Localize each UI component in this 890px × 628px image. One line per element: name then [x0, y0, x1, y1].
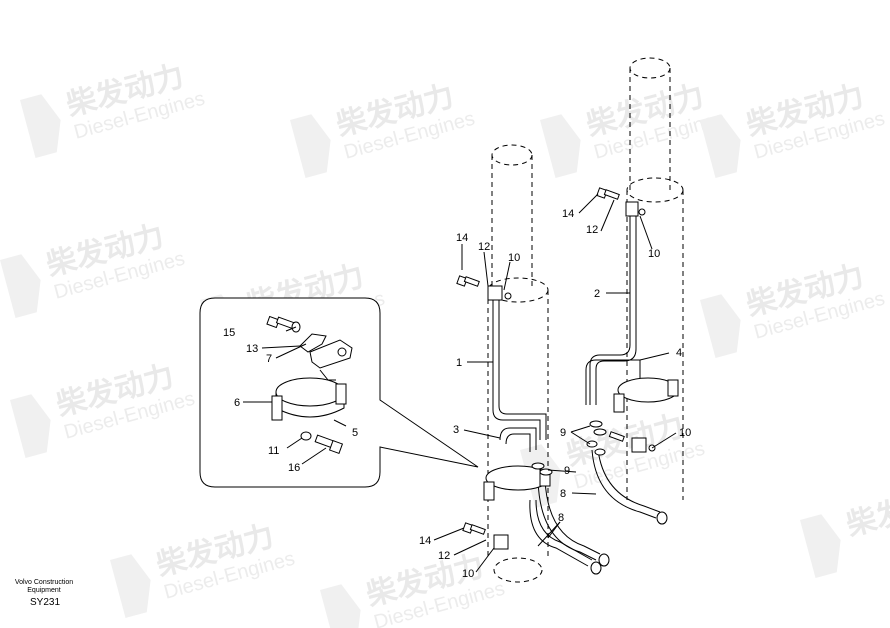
- callout-1: 1: [456, 357, 462, 369]
- callout-5: 5: [352, 427, 358, 439]
- clamp-bracket-7: [299, 333, 353, 369]
- callout-14-top-left: 14: [456, 232, 468, 244]
- bolt-block-top-right: [596, 187, 646, 217]
- callout-14-bottom: 14: [419, 535, 431, 547]
- callout-8-lower: 8: [558, 512, 564, 524]
- bolt-block-right: [608, 431, 656, 453]
- callout-12-bottom: 12: [438, 550, 450, 562]
- manufacturer-caption: Volvo Construction Equipment: [14, 579, 74, 595]
- clamp-right: [613, 377, 679, 413]
- pipe-clamp-5: [271, 369, 347, 421]
- caption-line-1: Volvo Construction: [14, 579, 74, 586]
- detail-inset: [199, 297, 479, 488]
- callout-16: 16: [288, 462, 300, 474]
- pipe-2: [589, 215, 637, 405]
- callout-2: 2: [594, 288, 600, 300]
- callouts: 15 13 7 6 5 11 16 14 12 10 1 3 9 14 12 1…: [223, 208, 691, 580]
- leader-lines: [243, 193, 677, 573]
- callout-3: 3: [453, 424, 459, 436]
- callout-10-bottom: 10: [462, 568, 474, 580]
- watermark-tile: 柴发动力: [800, 479, 890, 578]
- callout-15: 15: [223, 327, 235, 339]
- callout-9-left: 9: [564, 465, 570, 477]
- bolt-block-top-left: [456, 275, 512, 301]
- watermark-tile: 柴发动力 Diesel-Engines: [110, 519, 297, 618]
- hoses-8: [529, 449, 668, 575]
- callout-7: 7: [266, 353, 272, 365]
- watermark-tile: 柴发动力 Diesel-Engines: [700, 259, 887, 358]
- drawing-code: SY231: [30, 597, 61, 608]
- callout-8-upper: 8: [560, 488, 566, 500]
- watermark-tile: 柴发动力 Diesel-Engines: [540, 79, 727, 178]
- bolt-block-bottom: [462, 522, 509, 550]
- bolt-15: [266, 315, 301, 333]
- watermark-layer: 柴发动力 Diesel-Engines 柴发动力 Diesel-Engines …: [0, 59, 890, 628]
- watermark-tile: 柴发动力 Diesel-Engines: [700, 79, 887, 178]
- watermark-tile: 柴发动力 Diesel-Engines: [10, 359, 197, 458]
- clamp-left: [483, 465, 551, 501]
- callout-14-top-right: 14: [562, 208, 574, 220]
- pipe-3: [499, 427, 537, 452]
- cylinder-left: [487, 144, 549, 583]
- callout-11: 11: [268, 445, 279, 457]
- pipe-1: [492, 300, 547, 440]
- callout-10-top-right: 10: [648, 248, 660, 260]
- cylinder-right: [626, 57, 684, 500]
- watermark-tile: 柴发动力 Diesel-Engines: [320, 549, 507, 628]
- bolt-16: [300, 431, 344, 455]
- pipe-4: [585, 359, 641, 405]
- watermark-tile: 柴发动力 Diesel-Engines: [290, 79, 477, 178]
- callout-12-top-right: 12: [586, 224, 598, 236]
- callout-10-top-left: 10: [508, 252, 520, 264]
- callout-13: 13: [246, 343, 258, 355]
- watermark-tile: 柴发动力 Diesel-Engines: [20, 59, 207, 158]
- fittings-9: [531, 420, 607, 476]
- caption-line-2: Equipment: [27, 587, 61, 594]
- callout-10-right: 10: [679, 427, 691, 439]
- callout-12-top-left: 12: [478, 241, 490, 253]
- watermark-tile: 柴发动力 Diesel-Engines: [0, 219, 187, 318]
- watermark-brand-cn: 柴发动力: [843, 479, 890, 544]
- callout-4: 4: [676, 347, 682, 359]
- callout-6: 6: [234, 397, 240, 409]
- callout-9-right: 9: [560, 427, 566, 439]
